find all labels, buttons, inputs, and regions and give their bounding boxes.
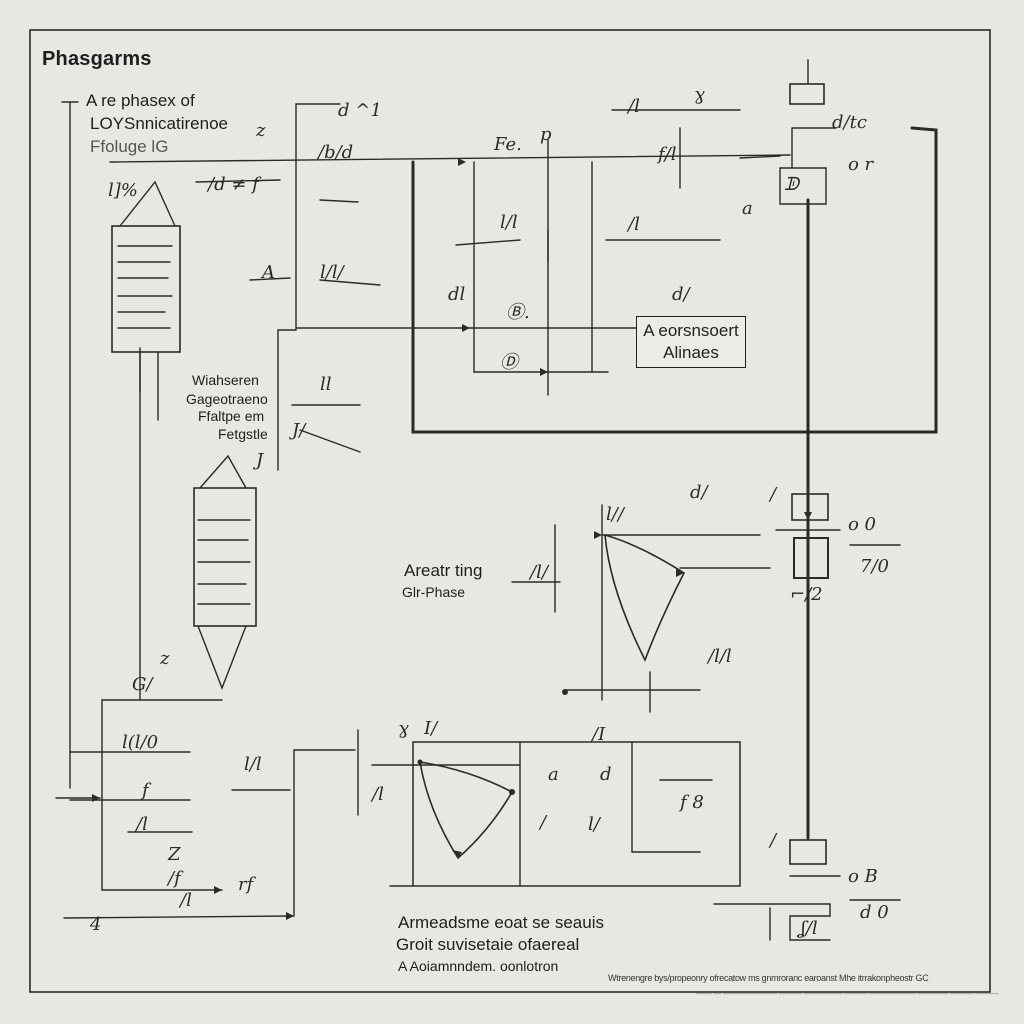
outer-frame <box>29 29 991 993</box>
phasor-curve <box>604 533 686 662</box>
svg-text:z: z <box>159 648 170 669</box>
svg-text:a: a <box>742 198 753 219</box>
center-label-line2: Glr-Phase <box>402 584 466 600</box>
footnote-sub: —— — ——————— ——— ————— ——— —————— ———— —… <box>696 989 999 998</box>
svg-text:d ^1: d ^1 <box>338 100 382 121</box>
svg-text:/l: /l <box>626 214 640 235</box>
svg-text:4: 4 <box>89 914 101 935</box>
left-label-line3: Ffaltpe em <box>198 408 265 424</box>
svg-text:/l: /l <box>370 784 384 805</box>
left-label-line2: Gageotraeno <box>186 391 268 407</box>
svg-text:ɣ: ɣ <box>694 84 705 105</box>
svg-text:/: / <box>768 830 778 851</box>
svg-text:/f: /f <box>166 868 184 889</box>
svg-text:d/: d/ <box>672 284 692 305</box>
svg-text:o r: o r <box>848 154 875 175</box>
svg-text:ll: ll <box>320 374 332 395</box>
top-label-line1: A re phasex of <box>86 91 195 110</box>
center-label-line1: Areatr ting <box>404 561 483 580</box>
top-bus-line <box>109 154 791 163</box>
svg-text:A: A <box>260 262 275 283</box>
svg-text:J/: J/ <box>288 420 307 441</box>
bottom-label-line2: Groit suvisetaie ofaereal <box>396 935 580 954</box>
svg-text:/l: /l <box>134 814 148 835</box>
top-label-line2: LOYSnnicatirenoe <box>90 114 228 133</box>
component-2 <box>193 487 257 627</box>
bottom-label-line3: A Aoiamnndem. oonlotron <box>398 958 559 974</box>
left-label-line1: Wiahseren <box>192 372 259 388</box>
left-label-line4: Fetgstle <box>218 426 268 442</box>
component-1 <box>111 225 181 353</box>
svg-text:a: a <box>548 764 559 785</box>
svg-text:G/: G/ <box>132 674 154 695</box>
thick-loop <box>411 126 938 434</box>
svg-text:7/0: 7/0 <box>860 556 889 577</box>
svg-text:/l: /l <box>626 96 640 117</box>
svg-text:f/l: f/l <box>656 144 677 165</box>
annotation-box-line1: A eorsnsoert <box>643 321 739 340</box>
svg-text:Z: Z <box>167 844 181 865</box>
svg-text:ʆ/l: ʆ/l <box>796 918 818 939</box>
mid-right-component-2 <box>793 537 829 579</box>
svg-text:l//: l// <box>606 504 626 525</box>
svg-text:I/: I/ <box>423 718 439 739</box>
footnote: Wtrenengre bys/propeonry ofrecatow ms gn… <box>608 973 929 983</box>
svg-text:/I: /I <box>590 724 606 745</box>
svg-text:l/: l/ <box>588 814 602 835</box>
svg-text:d: d <box>600 764 612 785</box>
svg-text:Ⓑ.: Ⓑ. <box>506 302 530 323</box>
svg-text:l/l: l/l <box>244 754 262 775</box>
bottom-phasor-curve <box>419 761 514 860</box>
svg-text:ᗫ: ᗫ <box>784 174 801 195</box>
top-label-line3: Ffoluge lG <box>90 137 169 156</box>
svg-text:d 0: d 0 <box>860 902 889 923</box>
svg-text:l]%: l]% <box>108 180 138 201</box>
svg-text:/: / <box>768 484 778 505</box>
svg-text:Fe.: Fe. <box>493 134 522 155</box>
svg-text:p: p <box>540 124 552 145</box>
svg-text:/l: /l <box>178 890 192 911</box>
svg-text:o 0: o 0 <box>848 514 876 535</box>
bottom-label-line1: Armeadsme eoat se seauis <box>398 913 604 932</box>
svg-text:d/: d/ <box>690 482 710 503</box>
svg-text:Ⓓ_: Ⓓ_ <box>500 352 527 373</box>
svg-text:ɣ: ɣ <box>398 718 409 739</box>
svg-text:rf: rf <box>238 874 257 895</box>
svg-text:z: z <box>255 120 266 141</box>
svg-text:f: f <box>140 780 152 801</box>
svg-text:l/l: l/l <box>500 212 518 233</box>
svg-text:/l/: /l/ <box>528 562 550 583</box>
svg-text:l/l/: l/l/ <box>320 262 346 283</box>
bottom-right-component <box>789 839 827 865</box>
svg-text:J: J <box>252 450 265 471</box>
svg-text:f 8: f 8 <box>678 792 704 813</box>
diagram-title: Phasgarms <box>42 48 152 70</box>
svg-text:d/tc: d/tc <box>832 112 867 133</box>
svg-text:/: / <box>538 812 548 833</box>
mid-right-component-1 <box>791 493 829 521</box>
svg-text:dl: dl <box>448 284 466 305</box>
svg-text:l(l/0: l(l/0 <box>122 732 158 753</box>
svg-text:/b/d: /b/d <box>316 142 353 163</box>
svg-text:o B: o B <box>848 866 878 887</box>
svg-text:/d ≠ f: /d ≠ f <box>206 174 262 195</box>
top-right-component <box>789 83 825 105</box>
annotation-box: A eorsnsoert Alinaes <box>636 316 746 368</box>
bottom-plot-frame <box>412 741 741 887</box>
svg-text:⌐/2: ⌐/2 <box>790 584 823 605</box>
svg-text:/l/l: /l/l <box>706 646 732 667</box>
annotation-box-line2: Alinaes <box>663 343 719 362</box>
